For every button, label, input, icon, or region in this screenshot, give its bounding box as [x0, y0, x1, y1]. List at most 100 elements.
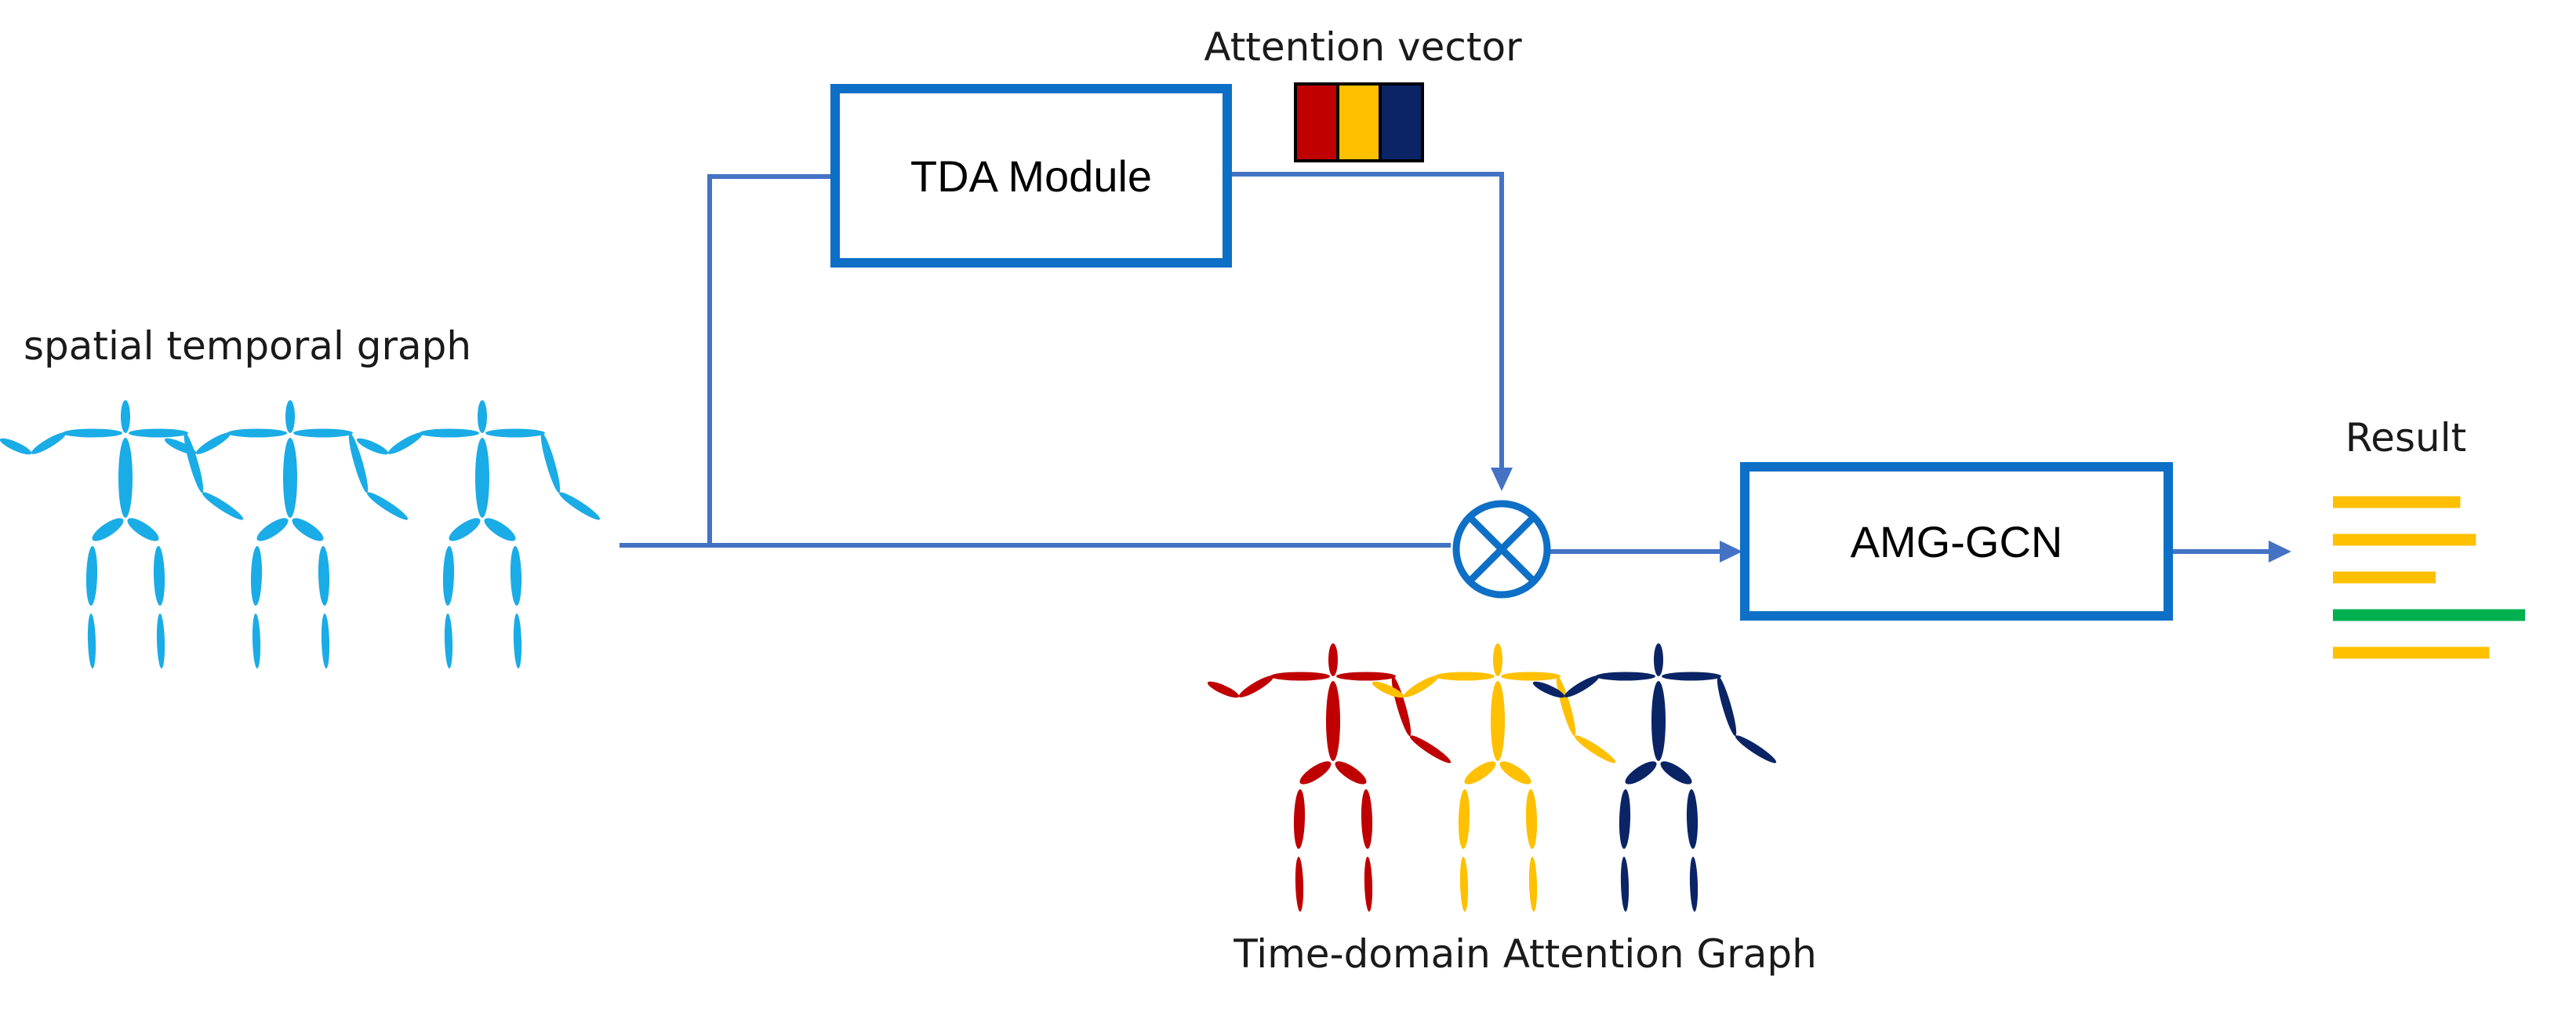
skeleton-bone [1651, 681, 1666, 761]
result-bar [2333, 496, 2461, 508]
arrow-head-amg [1720, 541, 1742, 563]
skeleton-bone [250, 545, 263, 606]
skeleton-bone [1328, 643, 1338, 676]
result-bar [2333, 646, 2490, 659]
skeleton-bone [127, 518, 159, 541]
skeleton-bone [1207, 681, 1240, 698]
skeleton-bone [513, 613, 522, 669]
skeleton-figure-icon [1372, 643, 1616, 912]
skeleton-bone [202, 492, 244, 520]
skeleton-bone [558, 492, 601, 520]
skeleton-bone [318, 545, 330, 606]
skeleton-figure-icon [164, 400, 409, 669]
skeleton-bone [478, 400, 487, 433]
skeleton-bone [1689, 856, 1699, 912]
skeleton-bone [129, 428, 188, 438]
skeleton-bone [1525, 788, 1538, 850]
skeleton-bone [195, 432, 231, 454]
skeleton-bone [1660, 761, 1692, 785]
skeleton-bone [1295, 856, 1304, 912]
skeleton-bone [1619, 788, 1631, 850]
skeleton-bone [1459, 856, 1469, 912]
skeleton-bone [183, 432, 204, 493]
skeleton-bone [1662, 672, 1721, 681]
skeleton-bone [0, 438, 32, 455]
attention-vector [1294, 82, 1424, 162]
skeleton-bone [1326, 681, 1340, 761]
skeleton-figure-icon [0, 400, 244, 669]
attention-graph-label: Time-domain Attention Graph [1233, 931, 1817, 977]
skeleton-bone [293, 428, 353, 438]
circled-times-icon [1452, 500, 1551, 599]
skeleton-bone [156, 613, 165, 669]
skeleton-bone [1620, 856, 1630, 912]
skeleton-bone [1299, 761, 1332, 785]
skeleton-bone [1238, 676, 1274, 697]
skeleton-bone [1435, 672, 1495, 681]
attention-vector-label: Attention vector [1204, 24, 1522, 70]
skeleton-bone [1574, 735, 1616, 763]
branch-to-tda-line [707, 174, 835, 545]
skeleton-bone [1717, 676, 1737, 737]
skeleton-figure-icon [1207, 643, 1451, 912]
attention-vector-cell [1379, 82, 1424, 162]
skeleton-bone [63, 428, 122, 438]
skeleton-figure-icon [356, 400, 601, 669]
amg-gcn-label: AMG-GCN [1851, 517, 2063, 566]
result-bar [2333, 609, 2526, 621]
skeleton-bone [348, 432, 369, 493]
skeleton-bone [484, 518, 516, 541]
attention-skeleton-group [1207, 643, 1777, 912]
skeleton-bone [1654, 643, 1663, 676]
skeleton-bone [1528, 856, 1538, 912]
skeleton-bone [1293, 788, 1306, 850]
skeleton-bone [485, 428, 545, 438]
skeleton-bone [1556, 676, 1576, 737]
skeleton-bone [153, 545, 165, 606]
tda-to-multiply-line [1231, 172, 1504, 469]
skeleton-bone [510, 545, 522, 606]
skeleton-bone [356, 438, 389, 455]
skeleton-bone [121, 400, 130, 433]
skeleton-bone [1364, 856, 1373, 912]
skeleton-bone [252, 613, 261, 669]
skeleton-bone [1403, 676, 1439, 697]
result-bars [2333, 496, 2526, 659]
skeleton-bone [292, 518, 324, 541]
skeleton-bone [420, 428, 479, 438]
skeleton-bone [1361, 788, 1373, 850]
skeleton-bone [442, 545, 455, 606]
connectors [619, 166, 2291, 563]
skeleton-bone [87, 613, 96, 669]
arrow-head-result [2269, 541, 2291, 563]
skeleton-bone [1493, 643, 1502, 676]
skeleton-bone [449, 518, 481, 541]
skeleton-bone [1735, 735, 1777, 763]
skeleton-bone [31, 432, 67, 454]
skeleton-bone [164, 438, 197, 455]
skeleton-bone [256, 518, 289, 541]
skeleton-bone [321, 613, 330, 669]
skeleton-bone [540, 432, 561, 493]
skeleton-bone [1409, 735, 1451, 763]
skeleton-bone [1625, 761, 1657, 785]
skeleton-bone [285, 400, 295, 433]
skeleton-figure-icon [1532, 643, 1777, 912]
skeleton-bone [1501, 672, 1560, 681]
skeleton-bone [1336, 672, 1396, 681]
skeleton-bone [475, 438, 489, 518]
skeleton-bone [444, 613, 453, 669]
attention-vector-cell [1336, 82, 1382, 162]
result-bar [2333, 533, 2476, 546]
skeleton-bone [1464, 761, 1496, 785]
amg-gcn-box [1740, 462, 2173, 621]
skeleton-bone [366, 492, 409, 520]
result-bar [2333, 571, 2436, 584]
input-skeleton-group [0, 400, 601, 669]
skeleton-bone [92, 518, 124, 541]
skeleton-bone [85, 545, 98, 606]
skeleton-bone [1596, 672, 1655, 681]
input-label: spatial temporal graph [24, 323, 471, 369]
result-label: Result [2345, 415, 2467, 461]
skeleton-bone [1686, 788, 1699, 850]
